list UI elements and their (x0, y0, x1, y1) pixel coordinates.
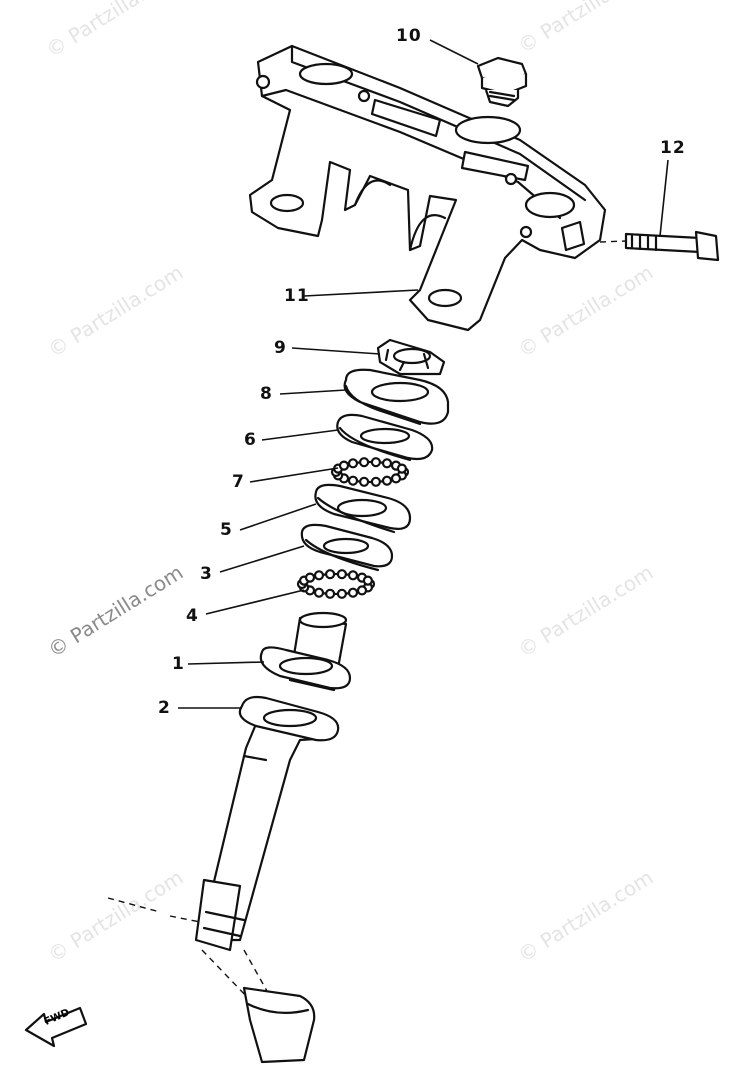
part-8-washer[interactable] (343, 368, 450, 426)
callout-12: 12 (660, 138, 686, 158)
part-1-race[interactable] (259, 646, 352, 690)
bearing-ball (325, 588, 336, 599)
callout-6: 6 (244, 430, 257, 450)
bearing-ball (347, 475, 359, 486)
bearing-ball (381, 475, 393, 486)
callout-7: 7 (232, 472, 245, 492)
bearing-ball (359, 476, 370, 487)
bearing-ball (336, 588, 347, 599)
callout-4: 4 (186, 606, 199, 626)
bearing-ball (356, 585, 368, 596)
part-3-race[interactable] (300, 523, 394, 572)
part-12-bolt[interactable] (599, 230, 720, 262)
part-5-race[interactable] (314, 483, 412, 534)
bearing-ball (347, 587, 359, 598)
bearing-ball (313, 587, 325, 598)
bearing-ball (381, 458, 393, 469)
part-4-ball-bearings[interactable] (296, 569, 376, 599)
bearing-ball (304, 572, 316, 583)
part-10-bolt[interactable] (476, 56, 528, 108)
fwd-direction-arrow (24, 1006, 88, 1048)
bearing-ball (336, 569, 347, 580)
callout-11: 11 (284, 286, 310, 306)
part-7-ball-bearings[interactable] (330, 457, 410, 487)
bearing-ball (396, 463, 407, 474)
callout-8: 8 (260, 384, 273, 404)
callout-2: 2 (158, 698, 171, 718)
bearing-ball (362, 575, 373, 586)
steering-stem[interactable] (107, 611, 348, 1064)
bearing-ball (313, 570, 325, 581)
part-11-upper-bracket[interactable] (248, 44, 607, 332)
bearing-ball (359, 457, 370, 468)
bearing-ball (338, 460, 350, 471)
part-9-nut[interactable] (376, 338, 446, 376)
part-2-dust-seal[interactable] (238, 695, 340, 742)
leader-lines (178, 39, 669, 709)
callout-3: 3 (200, 564, 213, 584)
callout-10: 10 (396, 26, 422, 46)
part-6-race[interactable] (336, 413, 434, 462)
bearing-ball (390, 473, 402, 484)
bearing-ball (347, 570, 359, 581)
bearing-ball (325, 569, 336, 580)
bearing-ball (370, 476, 381, 487)
callout-9: 9 (274, 338, 287, 358)
bearing-ball (370, 457, 381, 468)
callout-5: 5 (220, 520, 233, 540)
bearing-ball (347, 458, 359, 469)
callout-1: 1 (172, 654, 185, 674)
